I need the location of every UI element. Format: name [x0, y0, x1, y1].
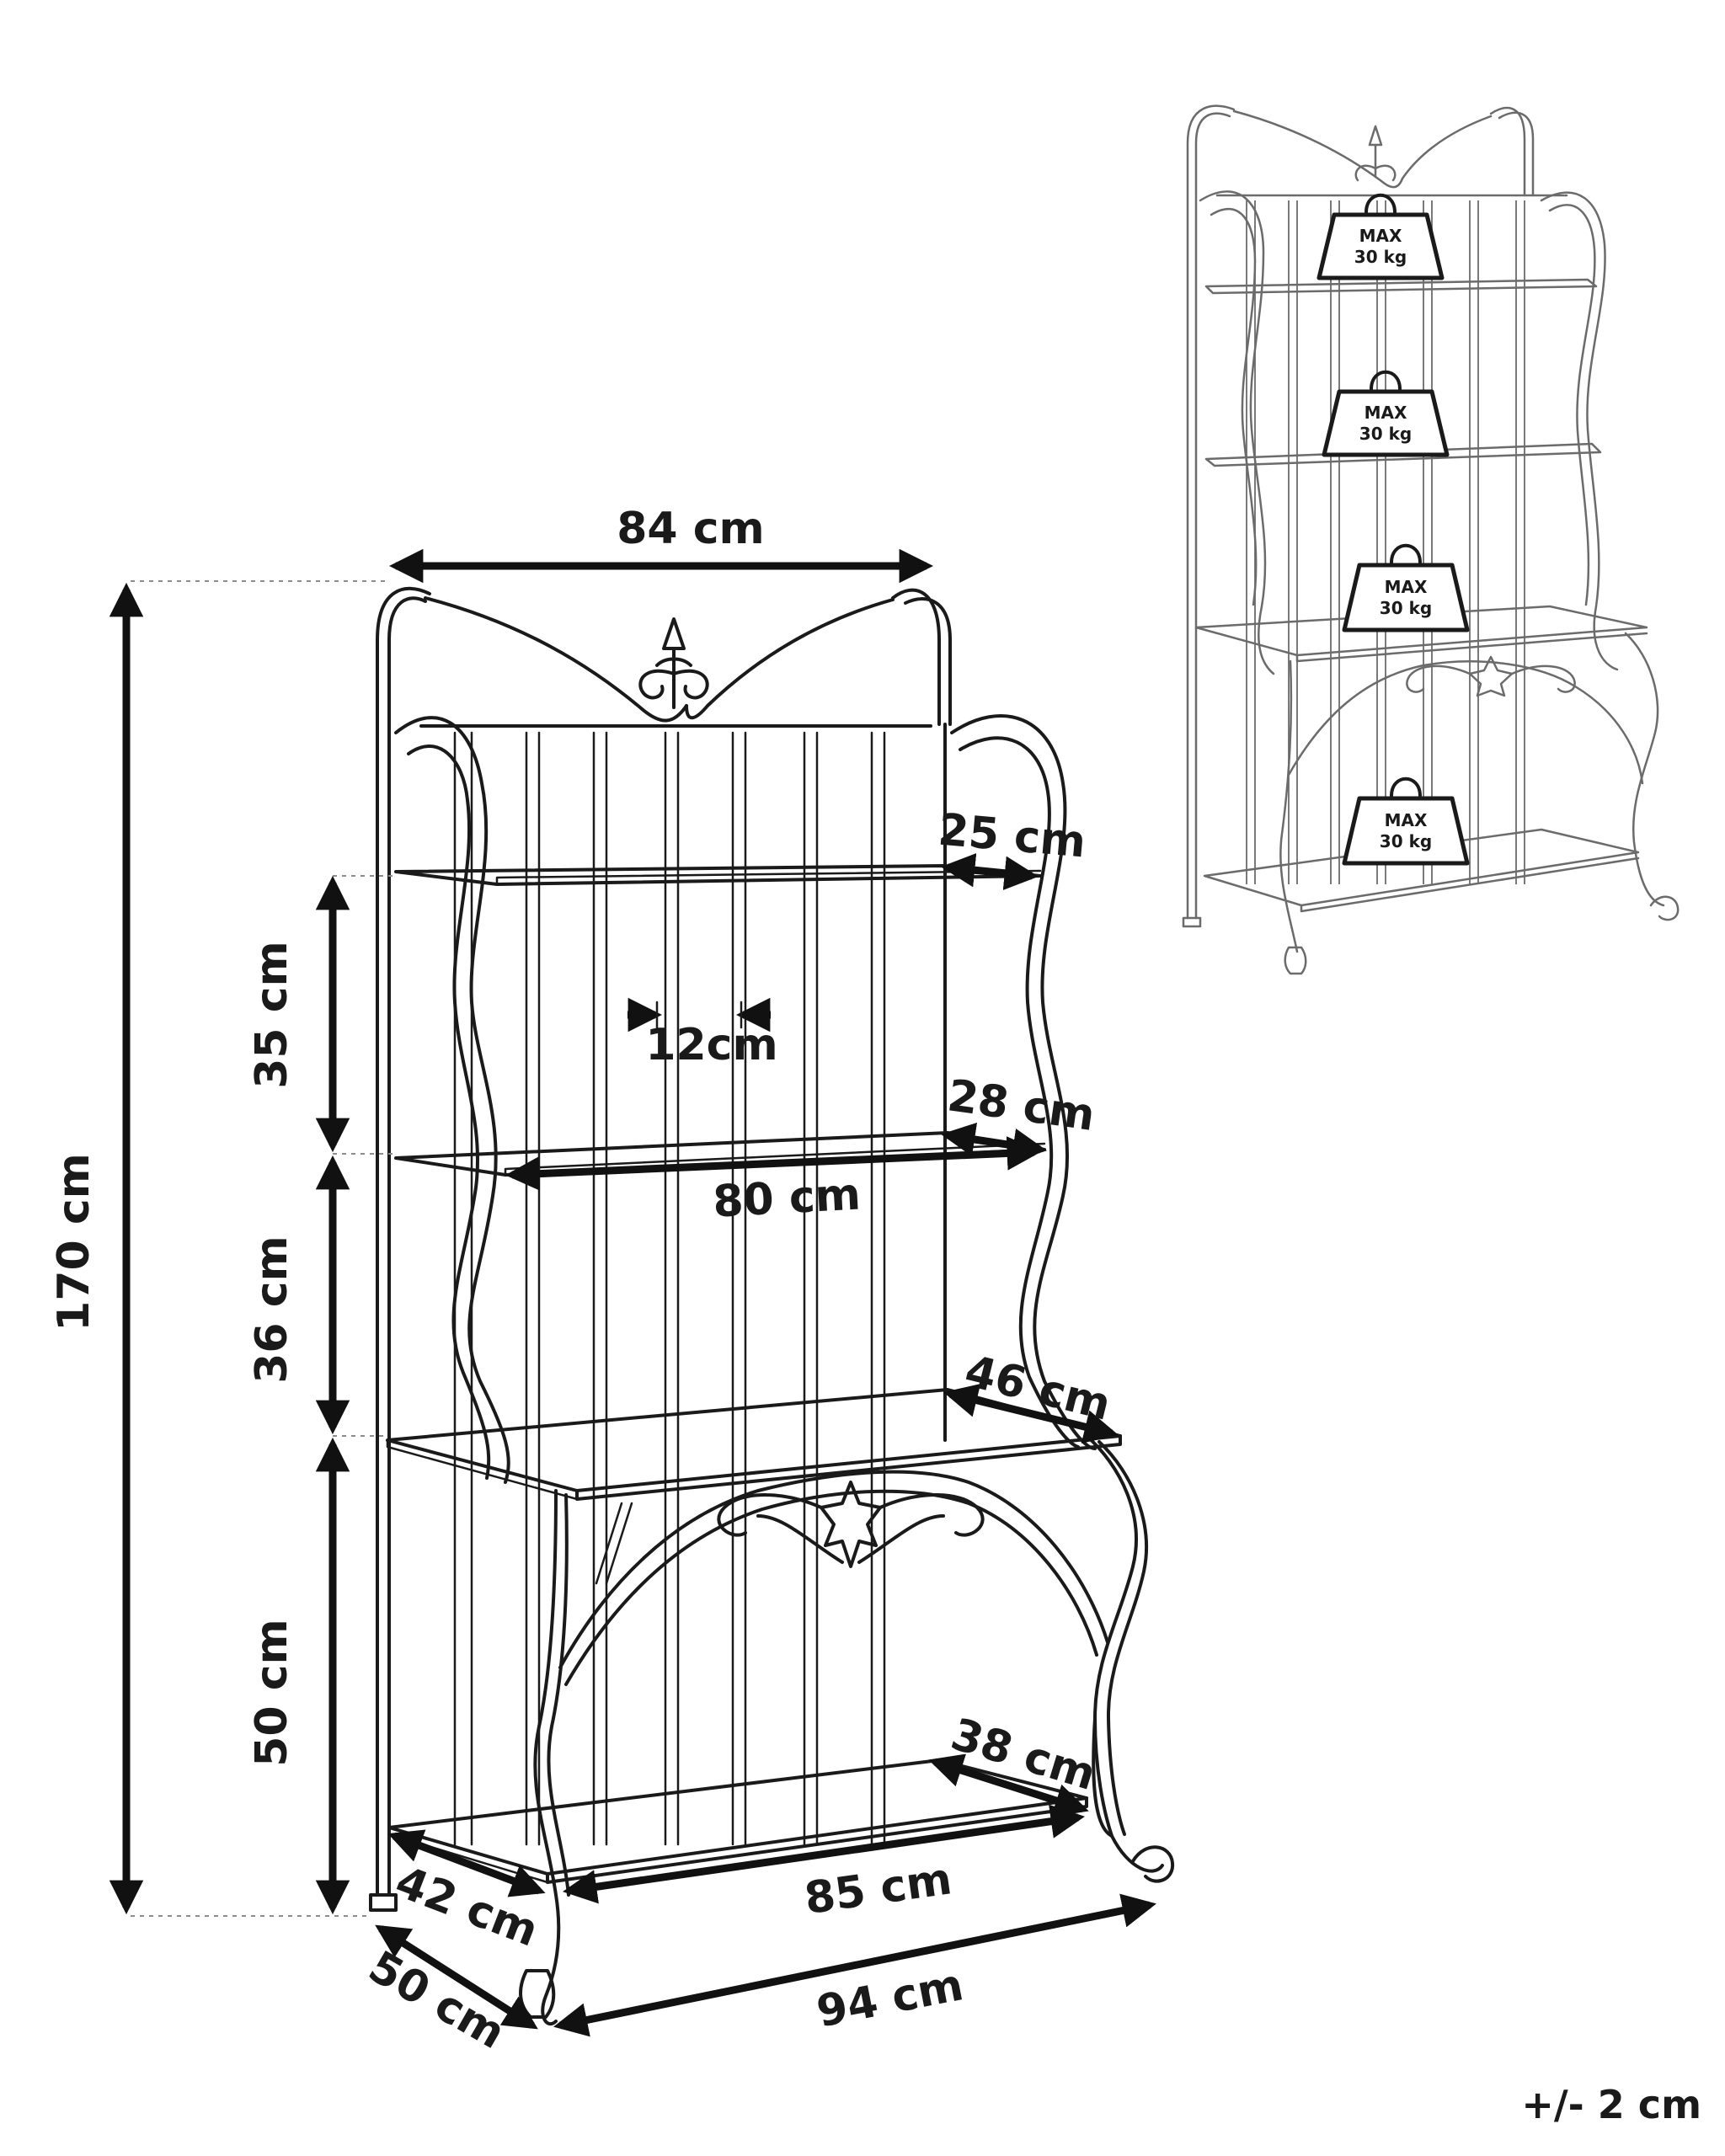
dim-base-outer-arrow — [375, 1924, 538, 2030]
dim-base-width-arrow — [553, 1893, 1156, 2037]
dim-depth-top-arrow — [940, 853, 1039, 890]
dim-width-bottom-arrow — [562, 1804, 1086, 1904]
label-depth-middle: 28 cm — [944, 1070, 1097, 1141]
dim-width-middle-arrow — [505, 1136, 1042, 1191]
weight-icon-4: MAX 30 kg — [1342, 776, 1470, 866]
weight-2-line2: 30 kg — [1359, 424, 1412, 444]
weight-3-line2: 30 kg — [1380, 598, 1432, 618]
dimension-lines — [109, 548, 1156, 2037]
dim-depth-table-arrow — [943, 1384, 1119, 1444]
load-capacity-thumbnail — [1182, 104, 1680, 975]
label-width-middle: 80 cm — [712, 1169, 862, 1227]
label-gap-bottom: 50 cm — [247, 1619, 297, 1766]
weight-1-line2: 30 kg — [1354, 247, 1407, 267]
label-height-total: 170 cm — [49, 1153, 99, 1331]
weight-icon-1: MAX 30 kg — [1316, 193, 1445, 280]
top-finial-ornament — [638, 617, 709, 709]
apron-scroll-ornament — [717, 1481, 985, 1568]
weight-1-line1: MAX — [1359, 226, 1402, 246]
label-gap-top: 35 cm — [247, 941, 297, 1088]
weight-4-line1: MAX — [1385, 810, 1428, 830]
weight-icon-3: MAX 30 kg — [1342, 543, 1470, 632]
weight-4-line2: 30 kg — [1380, 831, 1432, 851]
dim-base-inner-arrow — [387, 1829, 546, 1897]
back-panel-bars — [453, 731, 886, 1846]
weight-3-line1: MAX — [1385, 577, 1428, 597]
weight-icon-2: MAX 30 kg — [1322, 370, 1450, 457]
label-base-inner: 42 cm — [388, 1857, 544, 1957]
weight-2-line1: MAX — [1365, 403, 1407, 423]
label-bar-spacing: 12cm — [645, 1020, 777, 1070]
main-rack-drawing — [369, 586, 1175, 2026]
dim-depth-bottom-arrow — [928, 1753, 1089, 1817]
label-gap-middle: 36 cm — [247, 1235, 297, 1383]
label-width-bottom: 85 cm — [802, 1854, 955, 1924]
label-width-top: 84 cm — [617, 504, 764, 554]
tolerance-note: +/- 2 cm — [1521, 2082, 1701, 2127]
